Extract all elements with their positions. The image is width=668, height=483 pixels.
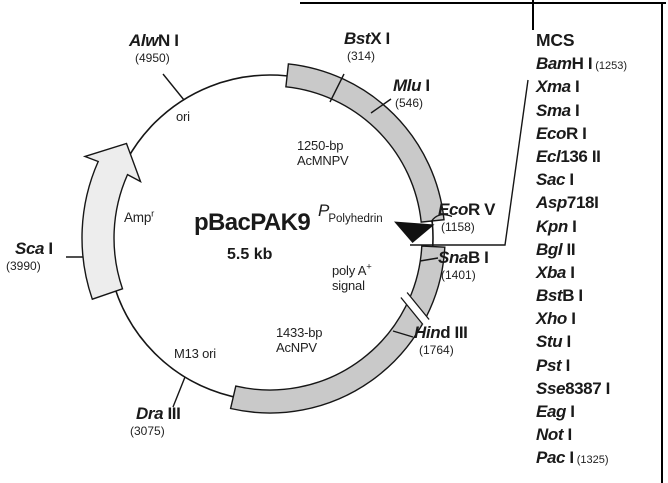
tick-snabI bbox=[419, 257, 439, 262]
column-divider-line bbox=[532, 0, 534, 30]
site-label-alwnI: AlwN I (4950) bbox=[129, 31, 179, 65]
mcs-item: Xma I bbox=[536, 77, 580, 97]
mcs-item: Eag I bbox=[536, 402, 575, 421]
site-label-ecorV: EcoR V (1158) bbox=[438, 200, 496, 234]
site-name: Hind III bbox=[414, 323, 468, 342]
mcs-item: BamH I(1253) bbox=[536, 54, 627, 74]
arc-gap-break bbox=[400, 292, 430, 325]
site-tick-lines bbox=[66, 73, 439, 408]
site-position: (3990) bbox=[6, 259, 41, 273]
acmnpv-1250bp-label: 1250-bp AcMNPV bbox=[297, 138, 349, 168]
mcs-item: Xho I bbox=[536, 309, 576, 329]
site-position: (3075) bbox=[130, 424, 165, 438]
figure-border-right bbox=[661, 2, 663, 483]
m13-ori-label: M13 ori bbox=[174, 346, 216, 361]
polya-signal-label: poly A+ signal bbox=[332, 261, 372, 293]
mcs-item: Ecl136 II bbox=[536, 146, 601, 166]
site-position: (1158) bbox=[441, 220, 475, 234]
mcs-item: BstB I bbox=[536, 286, 583, 306]
amp-resistance-label: Ampr bbox=[124, 208, 155, 225]
site-position: (1764) bbox=[419, 343, 454, 357]
tick-bstxI bbox=[329, 73, 345, 103]
site-label-snabI: SnaB I (1401) bbox=[438, 248, 489, 282]
tick-hindIII bbox=[392, 330, 414, 338]
site-name: BstX I bbox=[344, 29, 390, 48]
tick-mluI bbox=[370, 98, 392, 114]
site-label-scaI: Sca I (3990) bbox=[6, 239, 53, 273]
site-position: (546) bbox=[395, 96, 424, 110]
mcs-item: Xba I bbox=[536, 262, 575, 282]
acnpv-1433bp-label: 1433-bp AcNPV bbox=[276, 325, 323, 355]
mcs-item: Sse8387 I bbox=[536, 378, 610, 398]
site-label-bstxI: BstX I (314) bbox=[344, 29, 390, 63]
mcs-item: Stu I bbox=[536, 332, 571, 352]
plasmid-size: 5.5 kb bbox=[227, 246, 273, 263]
mcs-item: Asp718I bbox=[536, 193, 599, 213]
amp-gene-arrow bbox=[81, 142, 142, 301]
mcs-list: MCS BamH I(1253) Xma I Sma I EcoR I Ecl1… bbox=[536, 29, 666, 470]
acmnpv-1250bp-arc bbox=[285, 63, 445, 223]
site-label-draIII: Dra III (3075) bbox=[130, 404, 181, 438]
tick-draIII bbox=[172, 376, 186, 408]
mcs-title: MCS bbox=[536, 30, 575, 50]
site-name: Sca I bbox=[15, 239, 53, 258]
site-position: (1401) bbox=[441, 268, 476, 282]
mcs-item: Kpn I bbox=[536, 216, 577, 236]
site-name: Dra III bbox=[136, 404, 181, 423]
mcs-item: Pac I(1325) bbox=[536, 448, 609, 468]
site-label-hindIII: Hind III (1764) bbox=[414, 323, 468, 357]
polyhedrin-promoter-label: PPolyhedrin bbox=[318, 201, 383, 225]
site-name: SnaB I bbox=[438, 248, 489, 267]
site-position: (4950) bbox=[135, 51, 170, 65]
tick-alwnI bbox=[162, 73, 185, 101]
figure-border-top bbox=[300, 2, 666, 4]
mcs-item: Bgl II bbox=[536, 239, 576, 259]
site-name: AlwN I bbox=[129, 31, 179, 50]
polyhedrin-promoter-arrow bbox=[394, 221, 435, 243]
mcs-item: Sac I bbox=[536, 170, 574, 190]
site-label-mluI: Mlu I (546) bbox=[393, 76, 430, 110]
mcs-item: Sma I bbox=[536, 100, 580, 120]
site-name: Mlu I bbox=[393, 76, 430, 95]
ori-label: ori bbox=[176, 109, 190, 124]
site-position: (314) bbox=[347, 49, 376, 63]
ecorv-pointer-curve bbox=[430, 213, 453, 223]
site-name: EcoR V bbox=[438, 200, 496, 219]
mcs-item: Pst I bbox=[536, 355, 570, 375]
mcs-item: EcoR I bbox=[536, 123, 587, 143]
plasmid-name: pBacPAK9 bbox=[194, 209, 311, 236]
acnpv-1433bp-arc bbox=[229, 245, 446, 414]
mcs-item: Not I bbox=[536, 425, 572, 445]
mcs-bracket-line bbox=[410, 79, 529, 246]
